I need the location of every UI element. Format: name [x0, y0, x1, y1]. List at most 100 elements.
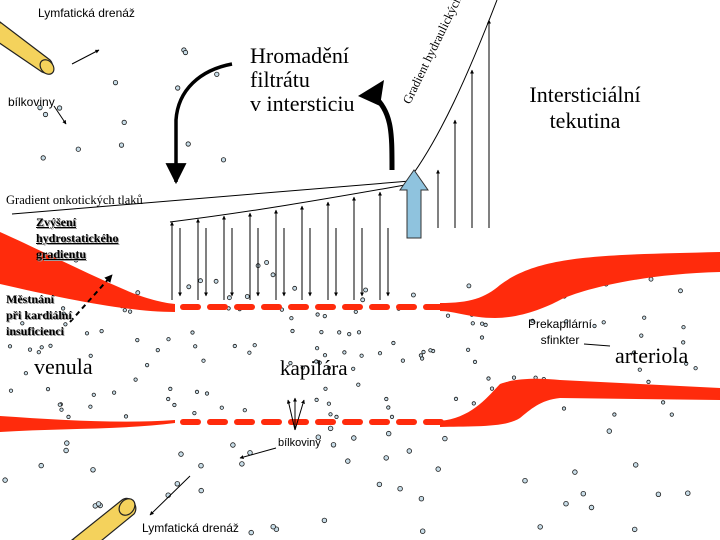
protein-particle	[20, 321, 25, 326]
protein-particle	[23, 371, 28, 376]
protein-particle	[421, 349, 426, 355]
protein-particle	[88, 353, 93, 358]
protein-particle	[7, 344, 13, 349]
accumulation-line-3: v intersticiu	[250, 91, 355, 116]
protein-particle	[64, 440, 70, 446]
protein-particle	[118, 142, 125, 148]
protein-particle	[397, 486, 403, 492]
protein-particle	[247, 350, 252, 355]
venule-wall-bottom	[0, 416, 175, 432]
protein-particle	[244, 294, 250, 299]
hydrostatic-line-2: hydrostatického	[36, 231, 119, 245]
protein-particle	[242, 408, 247, 413]
protein-particle	[537, 524, 543, 530]
protein-particle	[185, 141, 191, 147]
protein-particle	[168, 386, 173, 391]
venule-label: venula	[34, 354, 93, 379]
protein-particle	[290, 328, 295, 334]
protein-particle	[655, 491, 662, 497]
capillary-wall-segment	[207, 304, 228, 310]
capillary-label: kapilára	[280, 356, 348, 380]
congestion-line-2: při kardiální	[6, 308, 72, 322]
protein-particle	[122, 308, 127, 313]
protein-particle	[472, 359, 478, 364]
protein-particle	[172, 402, 177, 408]
protein-particle	[135, 337, 140, 343]
protein-particle	[435, 466, 441, 472]
protein-particle	[359, 353, 364, 358]
lymph-vessel-bottom	[71, 497, 137, 540]
sphincter-line-1: Prekapilární	[527, 317, 593, 331]
leak-arrow	[294, 399, 305, 431]
proteins-arrow-left	[53, 105, 67, 125]
capillary-wall-segment	[423, 419, 444, 425]
protein-particle	[479, 335, 485, 340]
protein-particle	[400, 358, 405, 363]
protein-particle	[300, 365, 305, 370]
protein-particle	[90, 467, 96, 473]
protein-particle	[351, 435, 357, 441]
protein-particle	[248, 529, 254, 536]
protein-particle	[489, 386, 495, 391]
capillary-wall-segment	[234, 419, 255, 425]
protein-particle	[133, 377, 138, 382]
protein-particle	[564, 319, 569, 324]
protein-particle	[561, 406, 567, 411]
protein-particle	[530, 318, 535, 323]
protein-particle	[123, 414, 129, 419]
protein-particle	[377, 351, 383, 356]
protein-particle	[322, 313, 327, 319]
protein-particle	[60, 306, 66, 311]
protein-particle	[88, 404, 93, 409]
protein-particle	[588, 504, 595, 511]
protein-particle	[198, 463, 204, 469]
protein-particle	[270, 524, 276, 530]
protein-particle	[693, 366, 698, 371]
protein-particle	[230, 442, 236, 448]
protein-particle	[178, 451, 184, 457]
protein-particle	[410, 292, 416, 298]
protein-particle	[479, 321, 485, 326]
protein-particle	[2, 477, 8, 483]
hydrostatic-line-1: Zvýšení	[36, 215, 77, 229]
protein-particle	[315, 312, 320, 317]
protein-particle	[326, 401, 331, 406]
filtration-return-arrow	[165, 62, 233, 185]
protein-particle	[669, 412, 674, 417]
capillary-wall-segment	[261, 304, 282, 310]
protein-particle	[522, 478, 528, 484]
protein-particle	[606, 428, 612, 434]
capillary-wall-segment	[369, 419, 390, 425]
protein-particle	[239, 461, 245, 467]
protein-particle	[466, 283, 472, 289]
protein-particle	[465, 347, 471, 352]
protein-particle	[135, 290, 141, 296]
protein-particle	[632, 526, 638, 533]
protein-particle	[639, 333, 644, 338]
protein-particle	[37, 105, 43, 111]
arteriole-wall-top	[440, 252, 720, 318]
protein-particle	[353, 309, 358, 314]
protein-particle	[572, 469, 578, 475]
protein-particle	[73, 257, 79, 263]
protein-particle	[406, 448, 412, 454]
protein-particle	[99, 328, 104, 334]
congestion-line-3: insuficienci	[6, 324, 65, 338]
protein-particle	[57, 402, 62, 407]
protein-particle	[681, 325, 686, 330]
sphincter-pointer	[583, 343, 611, 347]
protein-particle	[193, 344, 198, 349]
protein-particle	[61, 311, 66, 316]
oncotic-gradient-label: Gradient onkotických tlaků	[6, 193, 143, 207]
interstitial-line-1: Intersticiální	[529, 82, 641, 107]
protein-particle	[592, 323, 597, 329]
protein-particle	[289, 316, 294, 321]
protein-particle	[453, 396, 459, 401]
protein-particle	[330, 442, 337, 448]
protein-particle	[321, 517, 328, 524]
protein-particle	[56, 105, 63, 111]
capillary-wall-segment	[342, 419, 363, 425]
protein-particle	[323, 386, 328, 391]
protein-particle	[186, 284, 192, 290]
